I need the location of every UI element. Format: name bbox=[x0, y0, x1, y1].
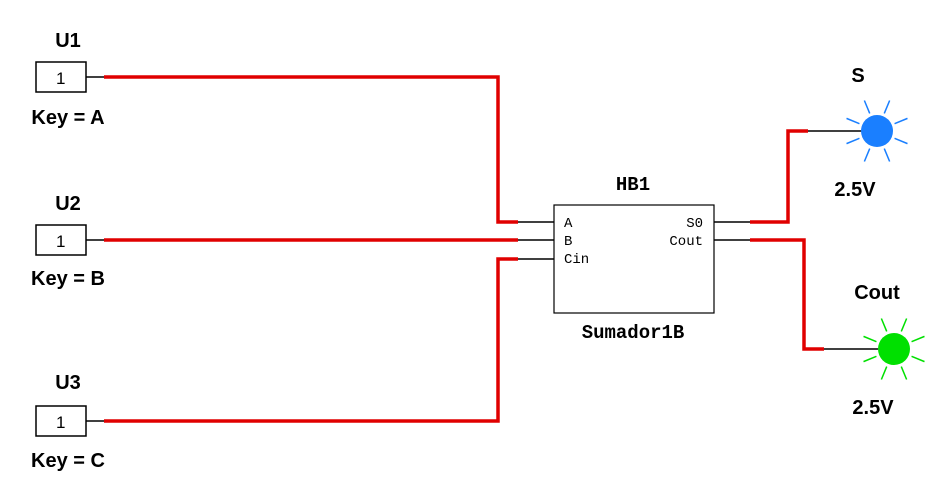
led-ray bbox=[900, 366, 908, 380]
led-probe-s[interactable]: S 2.5V bbox=[808, 65, 908, 201]
led-probe-icon bbox=[861, 115, 893, 147]
switch-value: 1 bbox=[56, 232, 65, 251]
switch-key-label: Key = B bbox=[31, 268, 105, 290]
pin-label-s0: S0 bbox=[686, 216, 703, 232]
led-ray bbox=[846, 137, 860, 145]
led-ray bbox=[863, 100, 871, 114]
led-label: S bbox=[851, 65, 864, 87]
switch-body[interactable] bbox=[35, 405, 87, 437]
led-ray bbox=[880, 318, 888, 332]
switch-value: 1 bbox=[56, 69, 65, 88]
led-ray bbox=[894, 137, 908, 145]
pin-label-cout: Cout bbox=[669, 234, 703, 250]
pin-label-cin: Cin bbox=[564, 252, 589, 268]
led-voltage: 2.5V bbox=[852, 397, 894, 419]
wire-u3-cin[interactable] bbox=[104, 257, 518, 423]
wire-cout-led[interactable] bbox=[750, 238, 824, 351]
led-ray bbox=[863, 355, 877, 363]
switch-u2[interactable]: U2 1 Key = B bbox=[31, 193, 105, 290]
switch-ref: U1 bbox=[55, 30, 81, 52]
switch-value: 1 bbox=[56, 413, 65, 432]
block-ref: HB1 bbox=[616, 174, 650, 196]
led-ray bbox=[846, 117, 860, 125]
block-body[interactable] bbox=[553, 204, 715, 314]
led-probe-cout[interactable]: Cout 2.5V bbox=[824, 282, 925, 419]
led-probe-icon bbox=[878, 333, 910, 365]
hierarchical-block-hb1[interactable]: HB1 A B Cin S0 Cout Sumador1B bbox=[518, 174, 750, 344]
wire-s0-s[interactable] bbox=[750, 129, 808, 224]
switch-ref: U3 bbox=[55, 372, 81, 394]
led-label: Cout bbox=[854, 282, 900, 304]
led-ray bbox=[911, 355, 925, 363]
led-ray bbox=[894, 117, 908, 125]
switch-u3[interactable]: U3 1 Key = C bbox=[31, 372, 105, 472]
switch-key-label: Key = A bbox=[31, 107, 104, 129]
pin-label-a: A bbox=[564, 216, 573, 232]
led-ray bbox=[883, 148, 891, 162]
led-ray bbox=[880, 366, 888, 380]
block-name: Sumador1B bbox=[582, 322, 685, 344]
led-ray bbox=[863, 148, 871, 162]
led-rays-icon bbox=[846, 100, 908, 162]
led-ray bbox=[863, 335, 877, 343]
switch-u1[interactable]: U1 1 Key = A bbox=[31, 30, 104, 129]
led-ray bbox=[911, 335, 925, 343]
pin-label-b: B bbox=[564, 234, 572, 250]
wire-u1-a[interactable] bbox=[104, 75, 518, 224]
led-voltage: 2.5V bbox=[834, 179, 876, 201]
led-rays-icon bbox=[863, 318, 925, 380]
led-ray bbox=[900, 318, 908, 332]
switch-key-label: Key = C bbox=[31, 450, 105, 472]
switch-ref: U2 bbox=[55, 193, 81, 215]
led-ray bbox=[883, 100, 891, 114]
